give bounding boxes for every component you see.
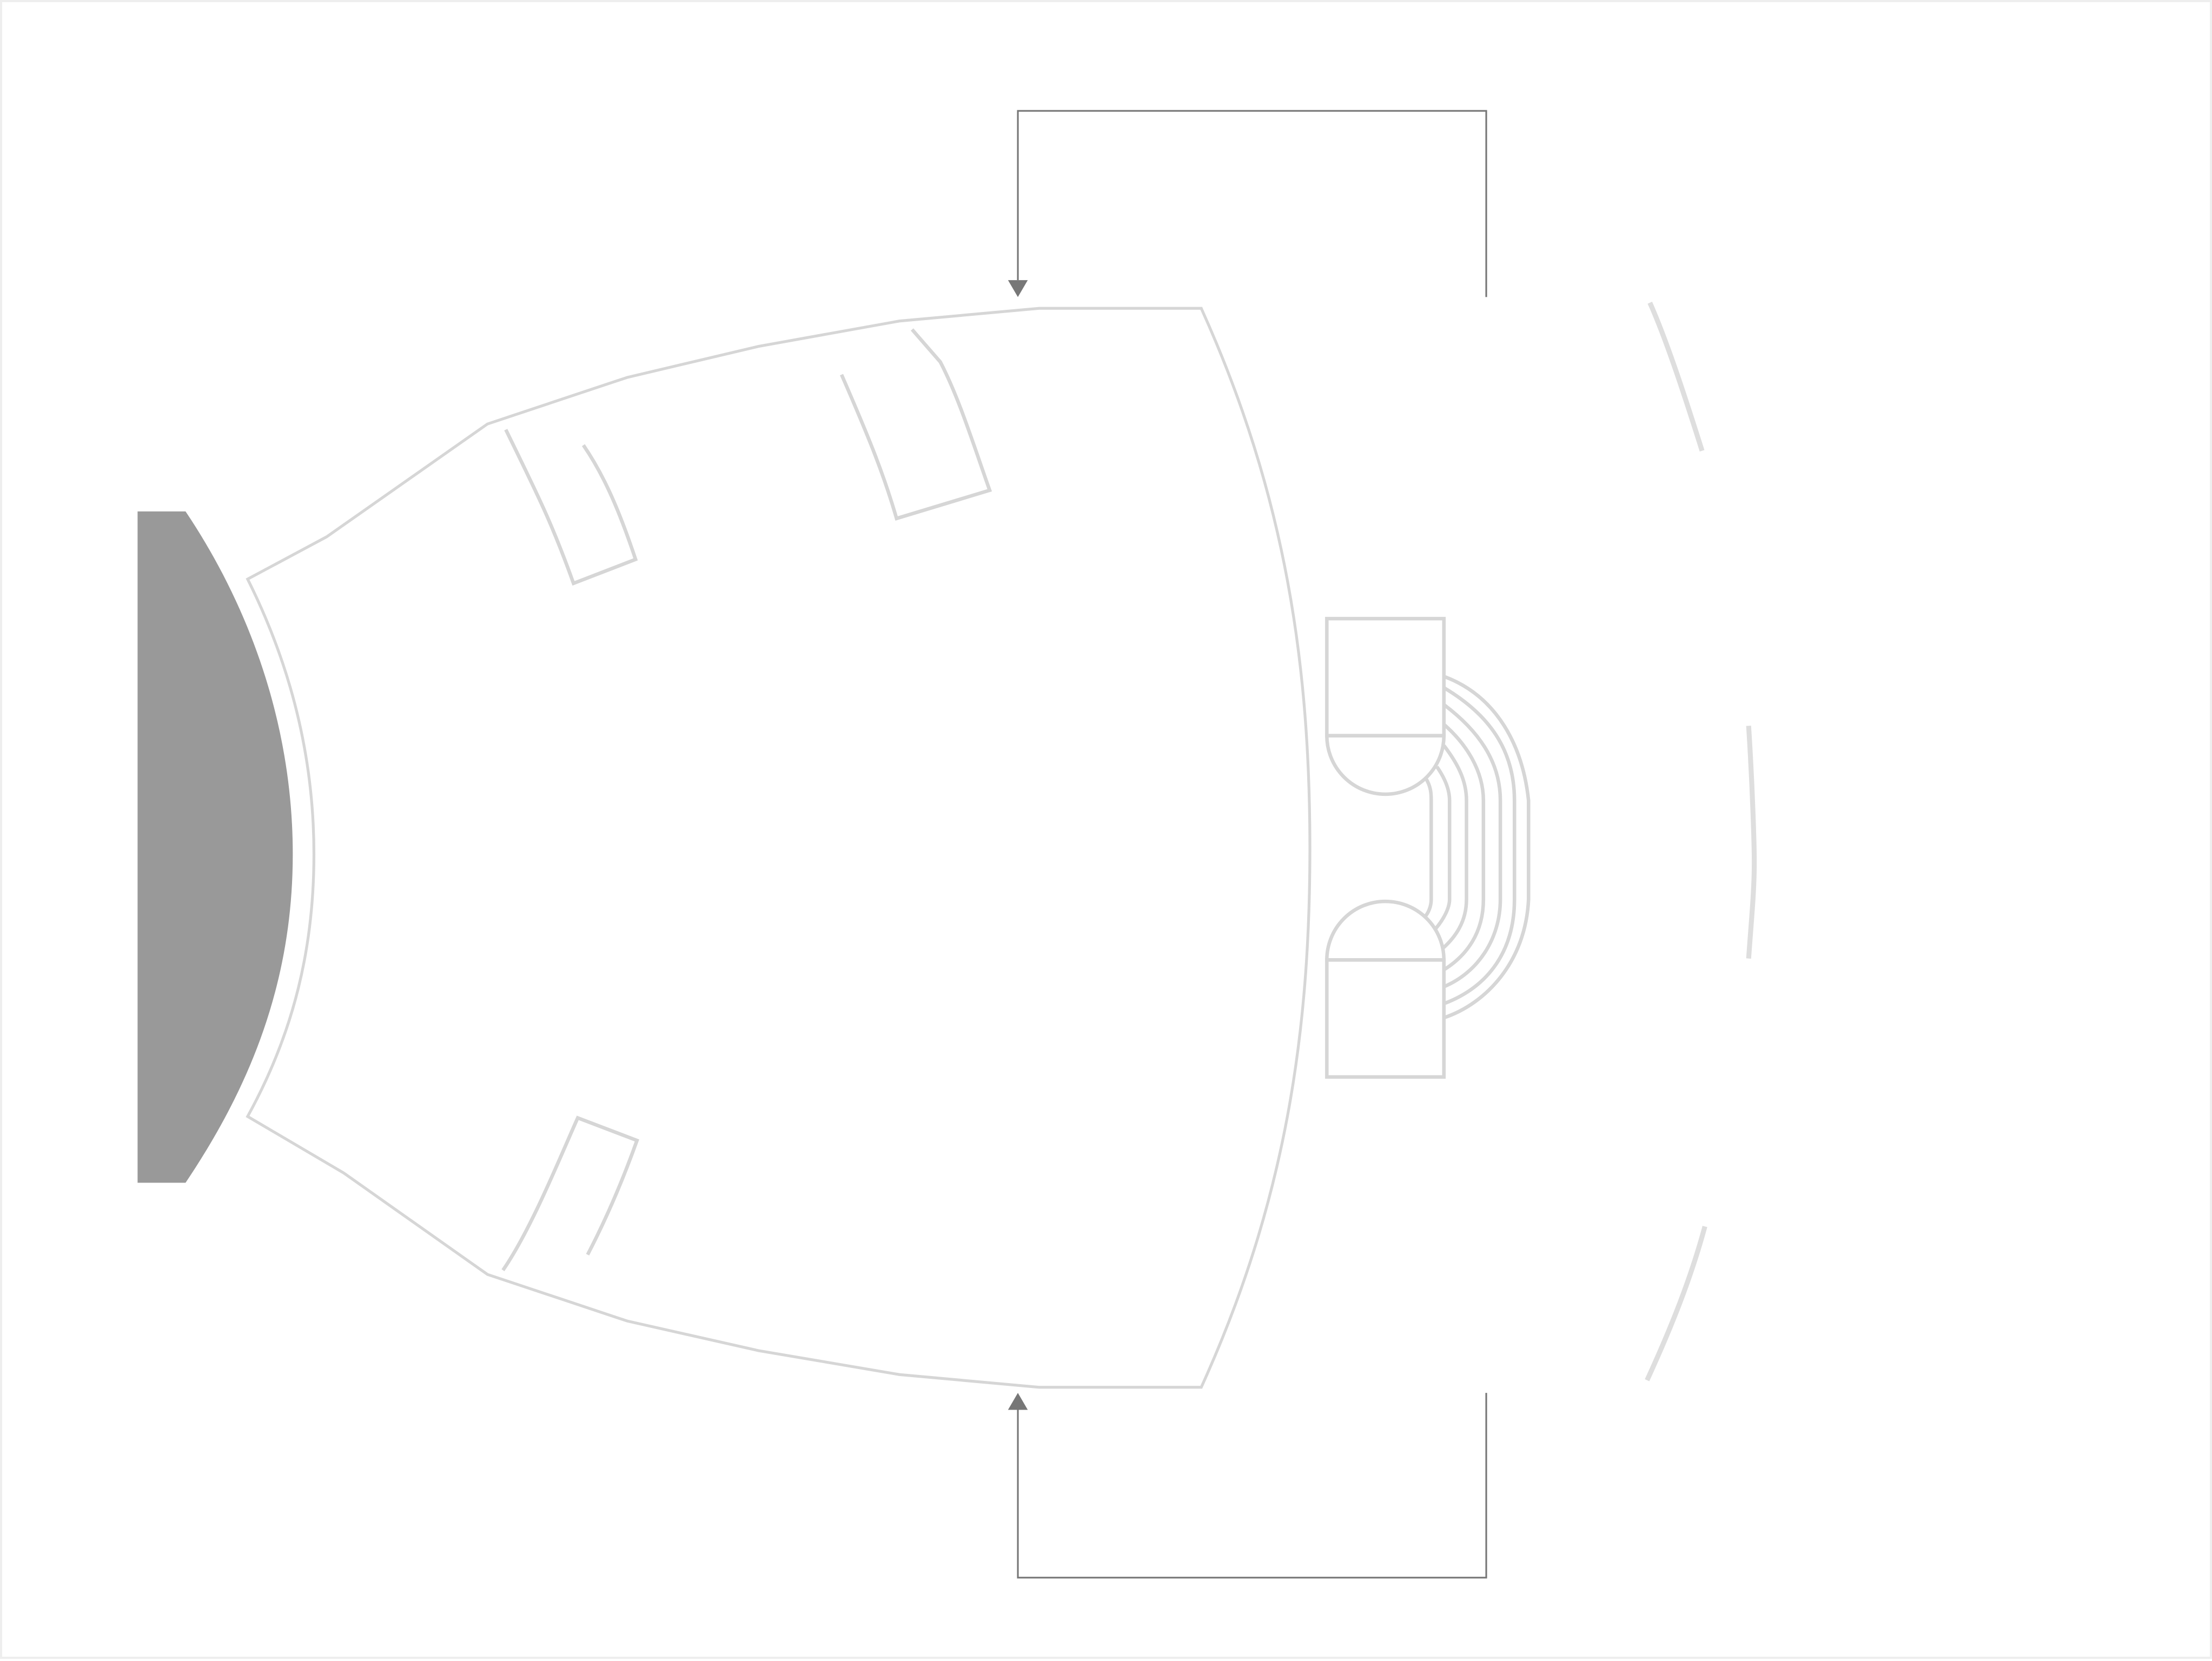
solid-crescent-shape [137, 511, 293, 1183]
bottom-connector-line [1017, 1393, 1487, 1579]
central-link-4 [1442, 723, 1486, 972]
inner-bracket-upper-left [504, 429, 638, 586]
top-arrow-head [1008, 280, 1028, 297]
outer-arc-segment-3 [1645, 1226, 1707, 1381]
main-fan-outline [246, 307, 1312, 1389]
central-upper-half-disc [1325, 734, 1446, 796]
outer-arc-segment-2 [1746, 726, 1757, 959]
central-link-3 [1441, 744, 1468, 950]
central-link-2 [1434, 766, 1452, 931]
central-link-7 [1443, 675, 1531, 1020]
central-link-1 [1422, 777, 1433, 919]
diagram-group [137, 110, 1757, 1579]
central-link-5 [1442, 703, 1502, 988]
central-element [1325, 616, 1531, 1079]
central-lower-half-disc [1325, 899, 1446, 962]
central-upper-rect [1325, 616, 1446, 738]
central-lower-rect [1325, 958, 1446, 1079]
central-link-6 [1443, 686, 1516, 1006]
outer-arc-segment-1 [1647, 301, 1705, 452]
top-connector-line [1017, 110, 1487, 297]
inner-bracket-upper-right [840, 328, 992, 521]
inner-bracket-lower-left [501, 1115, 639, 1272]
bottom-arrow-head [1008, 1393, 1028, 1410]
